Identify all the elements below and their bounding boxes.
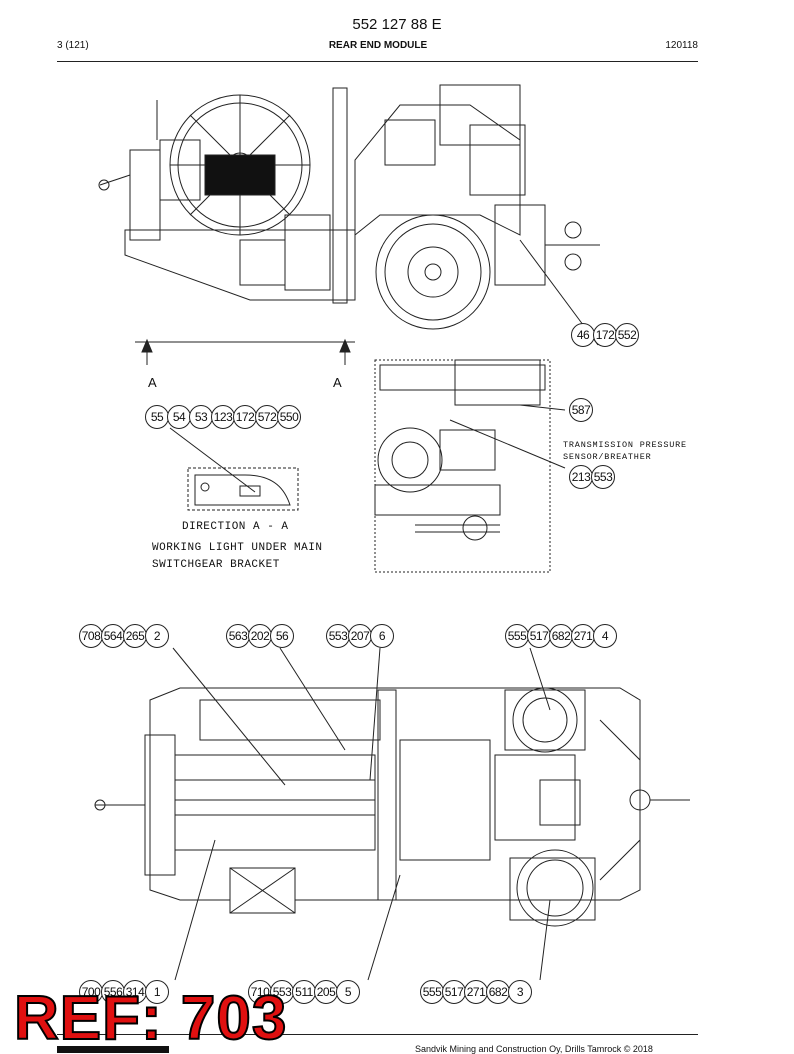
header-rule	[57, 61, 698, 62]
working-light-note-line2: SWITCHGEAR BRACKET	[152, 559, 280, 571]
detail-a-drawing	[169, 427, 299, 511]
transmission-note-line1: TRANSMISSION PRESSURE	[563, 440, 687, 450]
callout-bubble: 53	[189, 405, 213, 429]
transmission-note-line2: SENSOR/BREATHER	[563, 452, 652, 462]
callout-bubble: 555	[420, 980, 444, 1004]
callout-bubble: 5	[336, 980, 360, 1004]
callout-bubble: 700	[79, 980, 103, 1004]
callout-bubble: 54	[167, 405, 191, 429]
sandvik-logo	[57, 1046, 169, 1053]
callout-bubble: 556	[101, 980, 125, 1004]
callout-bubble: 708	[79, 624, 103, 648]
section-letter-left: A	[148, 375, 157, 390]
callout-bubble: 564	[101, 624, 125, 648]
callout-group: 587	[569, 398, 593, 422]
callout-bubble: 202	[248, 624, 272, 648]
callout-bubble: 207	[348, 624, 372, 648]
section-line-a	[135, 338, 355, 365]
top-view-drawing	[94, 239, 690, 981]
callout-bubble: 271	[571, 624, 595, 648]
callout-bubble: 572	[255, 405, 279, 429]
callout-bubble: 1	[145, 980, 169, 1004]
document-number: 552 127 88 E	[352, 16, 442, 33]
callout-bubble: 517	[527, 624, 551, 648]
callout-bubble: 553	[270, 980, 294, 1004]
callout-bubble: 314	[123, 980, 147, 1004]
callout-bubble: 46	[571, 323, 595, 347]
callout-bubble: 710	[248, 980, 272, 1004]
callout-bubble: 4	[593, 624, 617, 648]
callout-bubble: 682	[549, 624, 573, 648]
callout-bubble: 265	[123, 624, 147, 648]
callout-bubble: 563	[226, 624, 250, 648]
callout-bubble: 550	[277, 405, 301, 429]
callout-bubble: 6	[370, 624, 394, 648]
callout-bubble: 213	[569, 465, 593, 489]
callout-bubble: 123	[211, 405, 235, 429]
callout-bubble: 553	[591, 465, 615, 489]
date-code: 120118	[665, 40, 698, 51]
callout-bubble: 55	[145, 405, 169, 429]
callout-bubble: 3	[508, 980, 532, 1004]
callout-bubble: 555	[505, 624, 529, 648]
callout-bubble: 511	[292, 980, 316, 1004]
footer-rule	[57, 1034, 698, 1035]
callout-bubble: 517	[442, 980, 466, 1004]
callout-bubble: 271	[464, 980, 488, 1004]
side-view-drawing	[98, 84, 600, 330]
callout-bubble: 56	[270, 624, 294, 648]
page-number: 3 (121)	[57, 40, 89, 51]
section-letter-right: A	[333, 375, 342, 390]
callout-bubble: 205	[314, 980, 338, 1004]
callout-bubble: 2	[145, 624, 169, 648]
footer-copyright: Sandvik Mining and Construction Oy, Dril…	[415, 1044, 653, 1054]
callout-bubble: 682	[486, 980, 510, 1004]
working-light-note-line1: WORKING LIGHT UNDER MAIN	[152, 542, 323, 554]
callout-bubble: 172	[233, 405, 257, 429]
callout-bubble: 587	[569, 398, 593, 422]
module-title: REAR END MODULE	[328, 40, 428, 51]
transmission-detail-drawing	[374, 359, 566, 573]
ref-watermark: REF: 703	[13, 983, 288, 1054]
callout-bubble: 553	[326, 624, 350, 648]
callout-bubble: 172	[593, 323, 617, 347]
callout-bubble: 552	[615, 323, 639, 347]
direction-note: DIRECTION A - A	[182, 521, 289, 533]
